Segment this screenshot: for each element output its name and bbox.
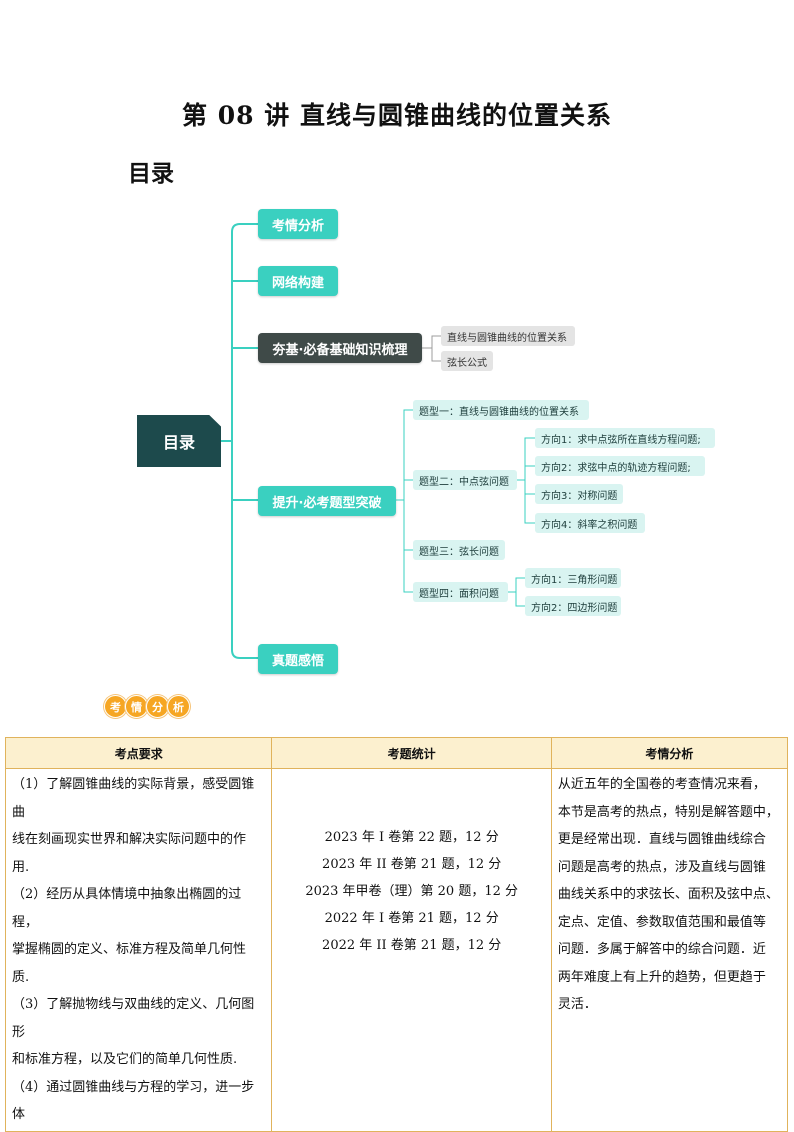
section-badge: 考 情 分 析: [104, 695, 190, 718]
table-header-row: 考点要求 考题统计 考情分析: [4, 737, 789, 769]
analysis-line: 定点、定值、参数取值范围和最值等: [557, 914, 766, 930]
badge-char: 情: [125, 695, 148, 718]
header-analysis: 考情分析: [550, 737, 789, 769]
stat-line: 2023 年甲卷（理）第 20 题，12 分: [305, 884, 519, 899]
node-direction: 方向2：四边形问题: [525, 596, 621, 616]
stat-line: 2023 年 II 卷第 21 题，12 分: [322, 857, 502, 872]
node-type-3: 题型三：弦长问题: [413, 540, 505, 560]
node-basics-item: 弦长公式: [441, 351, 493, 371]
analysis-cell: 从近五年的全国卷的考查情况来看， 本节是高考的热点，特别是解答题中， 更是经常出…: [550, 768, 789, 1132]
exam-info-table: 考点要求 考题统计 考情分析 （1）了解圆锥曲线的实际背景，感受圆锥曲 线在刻画…: [4, 737, 789, 1132]
requirement-line: （4）通过圆锥曲线与方程的学习，进一步体: [12, 1079, 255, 1123]
stat-line: 2022 年 II 卷第 21 题，12 分: [322, 938, 502, 953]
header-requirements: 考点要求: [4, 737, 273, 769]
analysis-line: 更是经常出现．直线与圆锥曲线综合: [557, 832, 766, 847]
badge-char: 分: [146, 695, 169, 718]
node-basics: 夯基·必备基础知识梳理: [258, 333, 422, 363]
node-basics-item: 直线与圆锥曲线的位置关系: [441, 326, 575, 346]
mindmap-root: 目录: [137, 415, 221, 467]
requirements-cell: （1）了解圆锥曲线的实际背景，感受圆锥曲 线在刻画现实世界和解决实际问题中的作 …: [4, 768, 273, 1132]
requirement-line: （3）了解抛物线与双曲线的定义、几何图形: [12, 997, 255, 1040]
node-type-4: 题型四：面积问题: [413, 582, 508, 602]
node-direction: 方向1：三角形问题: [525, 568, 621, 588]
stat-line: 2023 年 I 卷第 22 题，12 分: [324, 830, 499, 845]
requirement-line: 和标准方程，以及它们的简单几何性质.: [12, 1052, 238, 1067]
toc-heading: 目录: [128, 160, 174, 187]
header-statistics: 考题统计: [271, 737, 552, 769]
requirement-line: 用.: [12, 859, 30, 875]
analysis-line: 两年难度上有上升的趋势，但更趋于: [557, 969, 766, 985]
analysis-line: 曲线关系中的求弦长、面积及弦中点、: [557, 887, 779, 902]
requirement-line: 掌握椭圆的定义、标准方程及简单几何性: [12, 942, 247, 957]
document-title: 第 08 讲 直线与圆锥曲线的位置关系: [182, 101, 612, 130]
requirement-line: （2）经历从具体情境中抽象出椭圆的过程，: [12, 887, 242, 930]
statistics-cell: 2023 年 I 卷第 22 题，12 分 2023 年 II 卷第 21 题，…: [271, 768, 552, 1132]
node-network: 网络构建: [258, 266, 338, 296]
node-direction: 方向3：对称问题: [535, 484, 623, 504]
analysis-line: 问题．多属于解答中的综合问题．近: [557, 942, 766, 957]
node-exam-analysis: 考情分析: [258, 209, 338, 239]
node-type-2: 题型二：中点弦问题: [413, 470, 517, 490]
node-direction: 方向4：斜率之积问题: [535, 513, 645, 533]
node-question-types: 提升·必考题型突破: [258, 486, 396, 516]
requirement-line: 质.: [12, 969, 30, 985]
node-direction: 方向1：求中点弦所在直线方程问题;: [535, 428, 715, 448]
requirement-line: 线在刻画现实世界和解决实际问题中的作: [12, 832, 247, 847]
analysis-line: 灵活．: [557, 997, 597, 1012]
table-row: （1）了解圆锥曲线的实际背景，感受圆锥曲 线在刻画现实世界和解决实际问题中的作 …: [4, 768, 789, 1132]
mindmap-connectors: [221, 223, 535, 659]
stat-line: 2022 年 I 卷第 21 题，12 分: [324, 911, 499, 926]
badge-char: 析: [167, 695, 190, 718]
badge-char: 考: [104, 695, 127, 718]
node-type-1: 题型一：直线与圆锥曲线的位置关系: [413, 400, 589, 420]
analysis-line: 本节是高考的热点，特别是解答题中，: [557, 804, 779, 820]
node-direction: 方向2：求弦中点的轨迹方程问题;: [535, 456, 705, 476]
requirement-line: （1）了解圆锥曲线的实际背景，感受圆锥曲: [12, 777, 255, 820]
node-real-exams: 真题感悟: [258, 644, 338, 674]
analysis-line: 问题是高考的热点，涉及直线与圆锥: [557, 859, 766, 875]
analysis-line: 从近五年的全国卷的考查情况来看，: [557, 777, 766, 792]
